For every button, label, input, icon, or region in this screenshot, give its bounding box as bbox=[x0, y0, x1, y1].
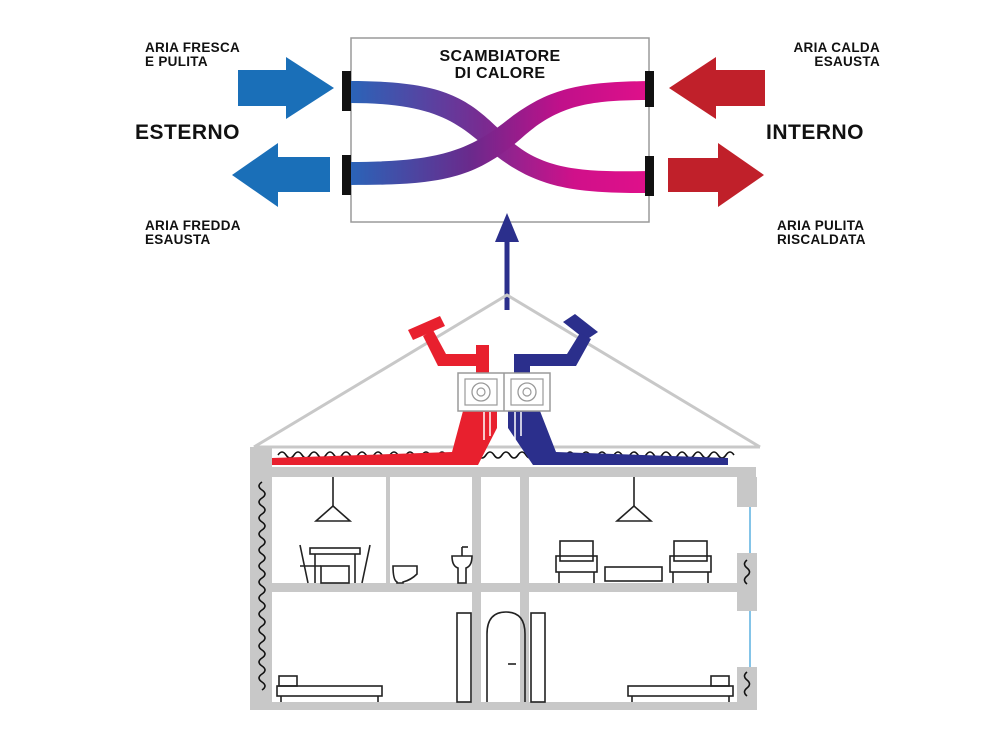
exchanger-title-line1: SCAMBIATORE bbox=[439, 48, 561, 65]
bed-icon bbox=[627, 675, 734, 702]
arrow-up-head bbox=[495, 213, 519, 242]
label-supply-air-out: ARIA PULITA RISCALDATA bbox=[777, 219, 866, 247]
label-inside: INTERNO bbox=[766, 121, 864, 144]
label-outside: ESTERNO bbox=[135, 121, 241, 144]
port-cap bbox=[645, 156, 654, 196]
duct-red bbox=[272, 316, 497, 465]
right-wall-top bbox=[737, 477, 757, 507]
ceiling-slab bbox=[250, 467, 756, 477]
house-structure bbox=[250, 447, 757, 710]
label-supply-air-out-line2: RISCALDATA bbox=[777, 232, 866, 247]
label-stale-air-in-line2: ESAUSTA bbox=[814, 54, 880, 69]
bed-icon bbox=[276, 675, 383, 702]
label-fresh-air-in-line1: ARIA FRESCA bbox=[145, 40, 241, 55]
duct-blue-riser bbox=[514, 333, 591, 375]
label-exhaust-air-out: ARIA FREDDA ESAUSTA bbox=[145, 219, 241, 247]
toilet-icon bbox=[392, 565, 418, 584]
arrow-exhaust-air-out bbox=[232, 143, 330, 207]
middle-floor-slab bbox=[250, 583, 756, 592]
wardrobe-icon bbox=[530, 612, 546, 703]
duct-blue-roof-cap bbox=[563, 314, 598, 340]
partition bbox=[472, 477, 481, 583]
house bbox=[253, 293, 761, 449]
lamp-icon bbox=[614, 477, 654, 522]
label-exhaust-air-out-line1: ARIA FREDDA bbox=[145, 218, 241, 233]
port-cap bbox=[645, 71, 654, 107]
port-cap bbox=[342, 155, 351, 195]
flow-stale-air-band bbox=[350, 81, 650, 185]
roof bbox=[253, 293, 761, 449]
armchair-icon bbox=[669, 540, 712, 583]
ground-floor-slab bbox=[250, 702, 756, 710]
label-stale-air-in-line1: ARIA CALDA bbox=[793, 40, 880, 55]
duct-blue-attic-run bbox=[508, 411, 728, 465]
arrow-stale-air-in bbox=[669, 57, 765, 119]
door-icon bbox=[486, 611, 526, 702]
port-cap bbox=[342, 71, 351, 111]
duct-blue bbox=[508, 314, 728, 465]
right-wall-mid bbox=[737, 553, 757, 611]
fan-unit-icon bbox=[457, 372, 551, 412]
lamp-icon bbox=[313, 477, 353, 522]
label-supply-air-out-line1: ARIA PULITA bbox=[777, 218, 865, 233]
duct-red-to-unit bbox=[476, 345, 489, 375]
duct-grilles bbox=[483, 412, 522, 440]
partition bbox=[472, 592, 481, 702]
exchanger-title-line2: DI CALORE bbox=[454, 65, 546, 82]
wardrobe-icon bbox=[456, 612, 472, 703]
duct-red-riser bbox=[423, 330, 486, 375]
duct-red-roof-cap bbox=[408, 316, 445, 340]
label-fresh-air-in-line2: E PULITA bbox=[145, 54, 208, 69]
armchair-icon bbox=[555, 540, 598, 583]
label-stale-air-in: ARIA CALDA ESAUSTA bbox=[794, 41, 881, 69]
duct-red-attic-run bbox=[272, 411, 497, 465]
arrow-fresh-air-in bbox=[238, 57, 334, 119]
partition bbox=[520, 477, 529, 583]
label-exhaust-air-out-line2: ESAUSTA bbox=[145, 232, 211, 247]
arrow-supply-air-out bbox=[668, 143, 764, 207]
sink-icon bbox=[451, 546, 473, 584]
exchanger-title: SCAMBIATORE DI CALORE bbox=[420, 48, 580, 82]
dining-table-icon bbox=[299, 544, 371, 584]
partition bbox=[386, 477, 390, 583]
sofa-icon bbox=[604, 566, 663, 582]
label-fresh-air-in: ARIA FRESCA E PULITA bbox=[145, 41, 240, 69]
